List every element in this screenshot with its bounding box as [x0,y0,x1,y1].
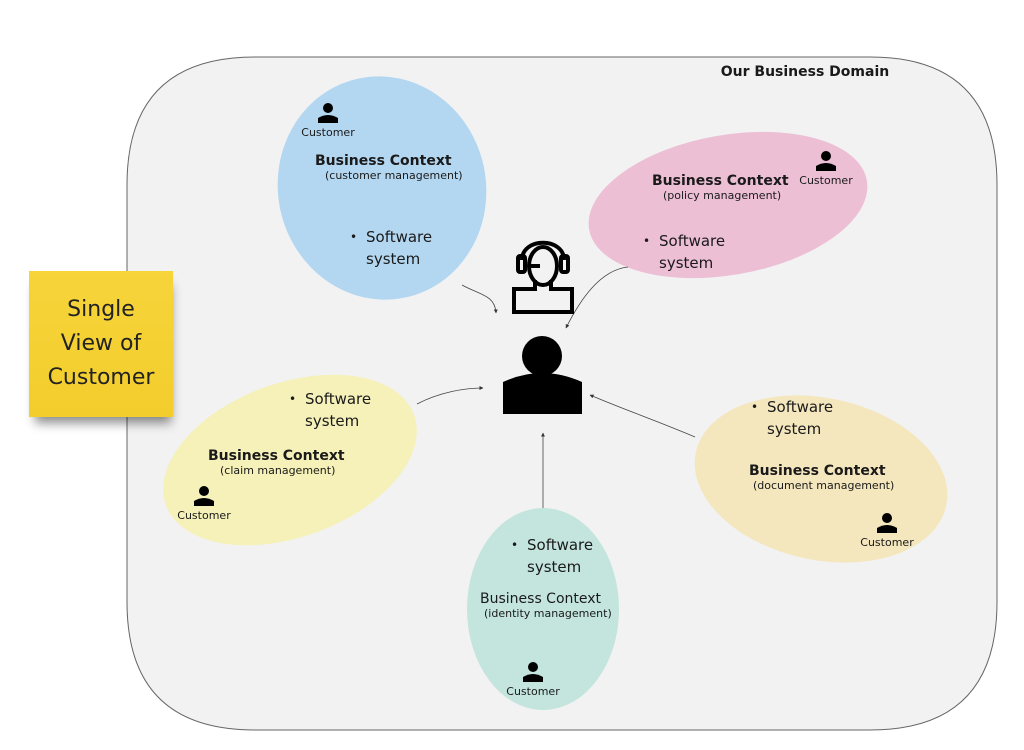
context-policy-management: Business Context (policy management) [652,173,789,202]
connector-claim-management [416,386,484,405]
software-system-line2: system [767,420,822,438]
context-ellipse-customer-management[interactable] [257,57,507,319]
context-subtitle: (identity management) [484,607,612,620]
software-system-line1: Software [305,390,372,408]
actor-label: Customer [506,685,560,698]
software-system-line1: Software [527,536,594,554]
context-subtitle: (claim management) [220,464,336,477]
context-title: Business Context [749,463,886,479]
actor-identity-management: Customer [503,661,563,698]
context-title: Business Context [208,448,345,464]
customer-icon [816,151,836,171]
person-icon [503,336,582,414]
context-identity-management: Business Context (identity management) [480,591,612,620]
connector-policy-management [565,266,629,329]
actor-document-management: Customer [857,512,917,549]
customer-icon [318,103,338,123]
software-system-claim-management: • Software system [289,388,371,432]
sticky-note[interactable]: Single View of Customer [29,271,173,417]
actor-policy-management: Customer [796,150,856,187]
bullet: • [643,234,651,248]
context-subtitle: (customer management) [325,169,463,182]
actor-label: Customer [301,126,355,139]
connector-document-management [589,394,696,438]
software-system-line2: system [659,254,714,272]
context-subtitle: (policy management) [663,189,782,202]
software-system-line1: Software [659,232,726,250]
actor-label: Customer [860,536,914,549]
headset-agent-icon [512,240,574,314]
actor-customer-management: Customer [298,102,358,139]
context-claim-management: Business Context (claim management) [208,448,345,477]
domain-title: Our Business Domain [720,64,890,80]
bullet: • [350,230,358,244]
software-system-line2: system [366,250,421,268]
software-system-line2: system [527,558,582,576]
bullet: • [289,392,297,406]
software-system-line1: Software [767,398,834,416]
context-title: Business Context [315,153,452,169]
connector-customer-management [461,284,498,314]
customer-icon [523,662,543,682]
software-system-policy-management: • Software system [643,230,725,274]
software-system-identity-management: • Software system [511,534,593,578]
bullet: • [511,538,519,552]
actor-label: Customer [177,509,231,522]
context-subtitle: (document management) [753,479,895,492]
context-ellipse-claim-management[interactable] [140,342,441,577]
software-system-document-management: • Software system [751,396,833,440]
context-ellipse-policy-management[interactable] [577,112,879,299]
software-system-line1: Software [366,228,433,246]
software-system-line2: system [305,412,360,430]
actor-label: Customer [799,174,853,187]
context-title: Business Context [480,591,602,607]
software-system-customer-management: • Software system [350,226,432,270]
customer-icon [877,513,897,533]
context-title: Business Context [652,173,789,189]
customer-icon [194,486,214,506]
actor-claim-management: Customer [174,485,234,522]
bullet: • [751,400,759,414]
context-document-management: Business Context (document management) [749,463,894,492]
context-ellipse-identity-management[interactable] [467,508,619,710]
context-customer-management: Business Context (customer management) [315,153,463,182]
sticky-note-text: Single View of Customer [47,297,155,390]
